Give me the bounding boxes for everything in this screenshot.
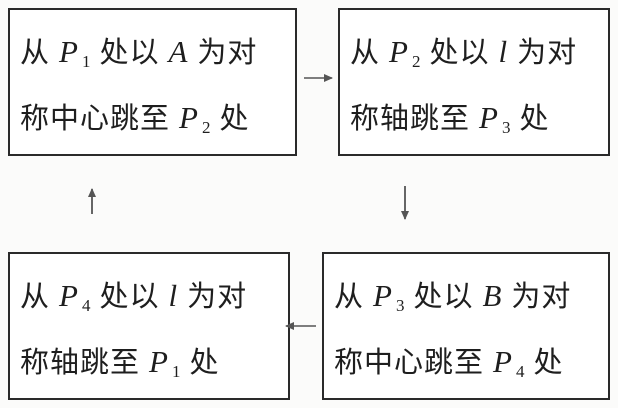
text-segment: 处 [519,101,550,135]
text-segment: 处 [533,345,564,379]
text-segment: 处 [219,101,250,135]
text-segment: 称轴跳至 [350,101,471,135]
math-variable: P [179,100,199,135]
text-segment: 为对 [197,35,258,69]
text-segment: 为对 [511,279,572,313]
text-segment: 从 [20,35,51,69]
text-segment: 处 [189,345,220,379]
math-variable: P [493,344,513,379]
text-segment: 为对 [517,35,578,69]
text-segment: 称中心跳至 [20,101,171,135]
text-segment: 称轴跳至 [20,345,141,379]
math-variable: B [482,278,503,313]
math-variable: P [149,344,169,379]
text-segment: 处以 [429,35,490,69]
text-segment: 处以 [413,279,474,313]
variable-subscript: 1 [81,52,92,71]
text-segment: 处以 [99,35,160,69]
variable-subscript: 3 [395,296,406,315]
variable-subscript: 2 [201,118,212,137]
math-variable: P [389,34,409,69]
text-segment: 从 [334,279,365,313]
text-segment: 从 [350,35,381,69]
math-variable: P [59,34,79,69]
variable-subscript: 4 [515,362,526,381]
variable-subscript: 4 [81,296,92,315]
math-variable: l [498,34,509,69]
text-segment: 为对 [187,279,248,313]
math-variable: l [168,278,179,313]
text-segment: 从 [20,279,51,313]
math-variable: P [479,100,499,135]
text-segment: 处以 [99,279,160,313]
text-segment: 称中心跳至 [334,345,485,379]
math-variable: A [168,34,189,69]
variable-subscript: 3 [501,118,512,137]
variable-subscript: 2 [411,52,422,71]
math-variable: P [59,278,79,313]
math-variable: P [373,278,393,313]
variable-subscript: 1 [171,362,182,381]
